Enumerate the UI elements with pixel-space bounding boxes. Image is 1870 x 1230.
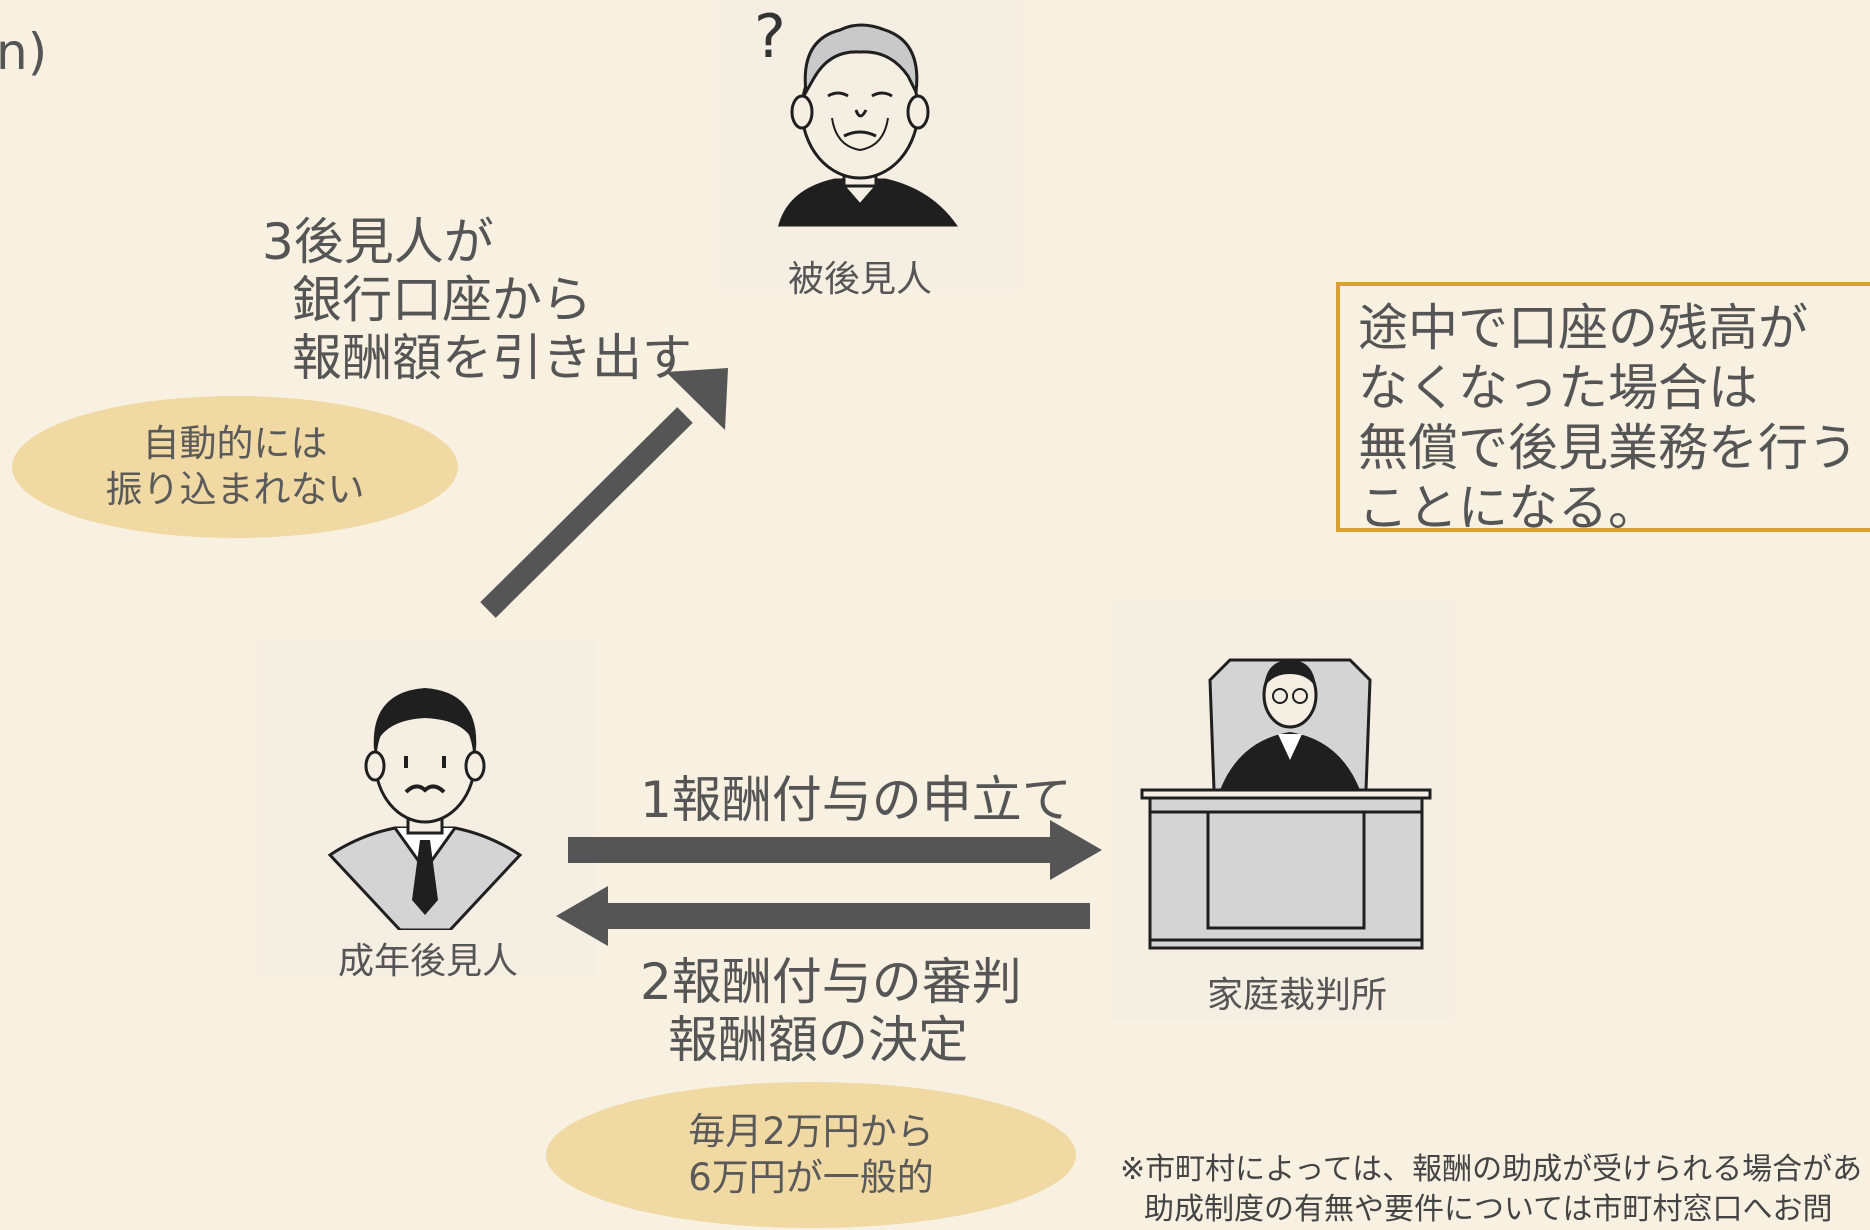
amount-note: 毎月2万円から 6万円が一般的 xyxy=(546,1082,1076,1228)
balance-note-line3: 無償で後見業務を行う xyxy=(1358,419,1858,477)
court-label: 家庭裁判所 xyxy=(1207,975,1388,1016)
judge-court-icon xyxy=(1140,658,1432,950)
petition-arrow xyxy=(568,820,1102,880)
step3-line1: 3後見人が xyxy=(262,213,494,271)
auto-note-line2: 振り込まれない xyxy=(105,468,365,511)
footnote: ※市町村によっては、報酬の助成が受けられる場合があ 助成制度の有無や要件について… xyxy=(1120,1150,1862,1230)
balance-note-box: 途中で口座の残高が なくなった場合は 無償で後見業務を行う ことになる。 xyxy=(1336,282,1870,537)
elderly-person-icon xyxy=(778,23,958,227)
ward-label: 被後見人 xyxy=(788,259,933,300)
withdraw-arrow xyxy=(480,368,728,618)
amount-note-line1: 毎月2万円から xyxy=(688,1110,934,1153)
auto-note-line1: 自動的には xyxy=(142,422,328,465)
amount-note-line2: 6万円が一般的 xyxy=(688,1156,934,1199)
balance-note-line2: なくなった場合は xyxy=(1358,359,1758,417)
corner-text-fragment: n) xyxy=(0,23,48,81)
ruling-arrow xyxy=(556,886,1090,946)
step1-label: 1報酬付与の申立て xyxy=(640,771,1072,829)
footnote-line2: 助成制度の有無や要件については市町村窓口へお問 xyxy=(1144,1192,1833,1227)
step2-line2: 報酬額の決定 xyxy=(668,1011,968,1069)
step3-line2: 銀行口座から xyxy=(292,271,592,329)
question-mark: ? xyxy=(754,2,786,72)
step3-line3: 報酬額を引き出す xyxy=(292,329,692,387)
balance-note-line4: ことになる。 xyxy=(1358,479,1658,537)
step2-line1: 2報酬付与の審判 xyxy=(640,953,1022,1011)
guardian-label: 成年後見人 xyxy=(338,941,519,982)
footnote-line1: ※市町村によっては、報酬の助成が受けられる場合があ xyxy=(1120,1152,1863,1187)
auto-transfer-note: 自動的には 振り込まれない xyxy=(12,396,458,538)
balance-note-line1: 途中で口座の残高が xyxy=(1358,299,1808,357)
guardian-person-icon xyxy=(327,688,523,930)
